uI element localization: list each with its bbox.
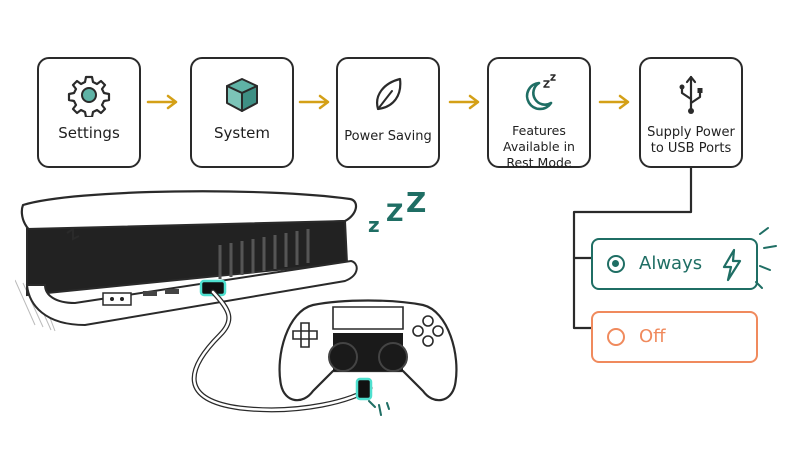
step-label: Supply Power to USB Ports [647,125,735,156]
glow-marks-icon [368,400,390,416]
console-illustration [15,190,358,332]
arrow-icon [146,94,178,110]
spark-lines-icon [755,227,777,289]
usb-cable [191,289,373,413]
cube-icon [226,78,258,112]
step-label: Features Available in Rest Mode [503,123,575,170]
option-always[interactable]: Always [591,238,758,290]
leaf-icon [376,77,402,111]
usb-icon [679,75,703,114]
arrow-icon [598,94,630,110]
sleep-z-small: z [368,213,380,237]
step-label: Settings [58,124,120,142]
step-power-saving: Power Saving [336,57,440,168]
moon-zzz-icon [525,74,556,111]
option-label: Off [639,326,666,347]
step-label: Power Saving [344,129,432,144]
radio-unselected-icon [607,328,625,346]
connector-lines [572,168,693,330]
gear-icon [67,75,111,117]
step-rest-mode-features: Features Available in Rest Mode [487,57,591,170]
option-label: Always [639,253,703,274]
sleep-z-medium: Z [386,199,404,227]
option-off[interactable]: Off [591,311,758,363]
lightning-icon [722,248,742,282]
step-system: System [190,57,294,168]
arrow-icon [298,94,330,110]
radio-selected-icon [607,255,625,273]
sleep-z-large: Z [406,186,427,219]
step-label: System [214,124,270,142]
arrow-icon [448,94,480,110]
step-usb-power: Supply Power to USB Ports [639,57,743,168]
controller-illustration [278,299,458,402]
step-settings: Settings [37,57,141,168]
